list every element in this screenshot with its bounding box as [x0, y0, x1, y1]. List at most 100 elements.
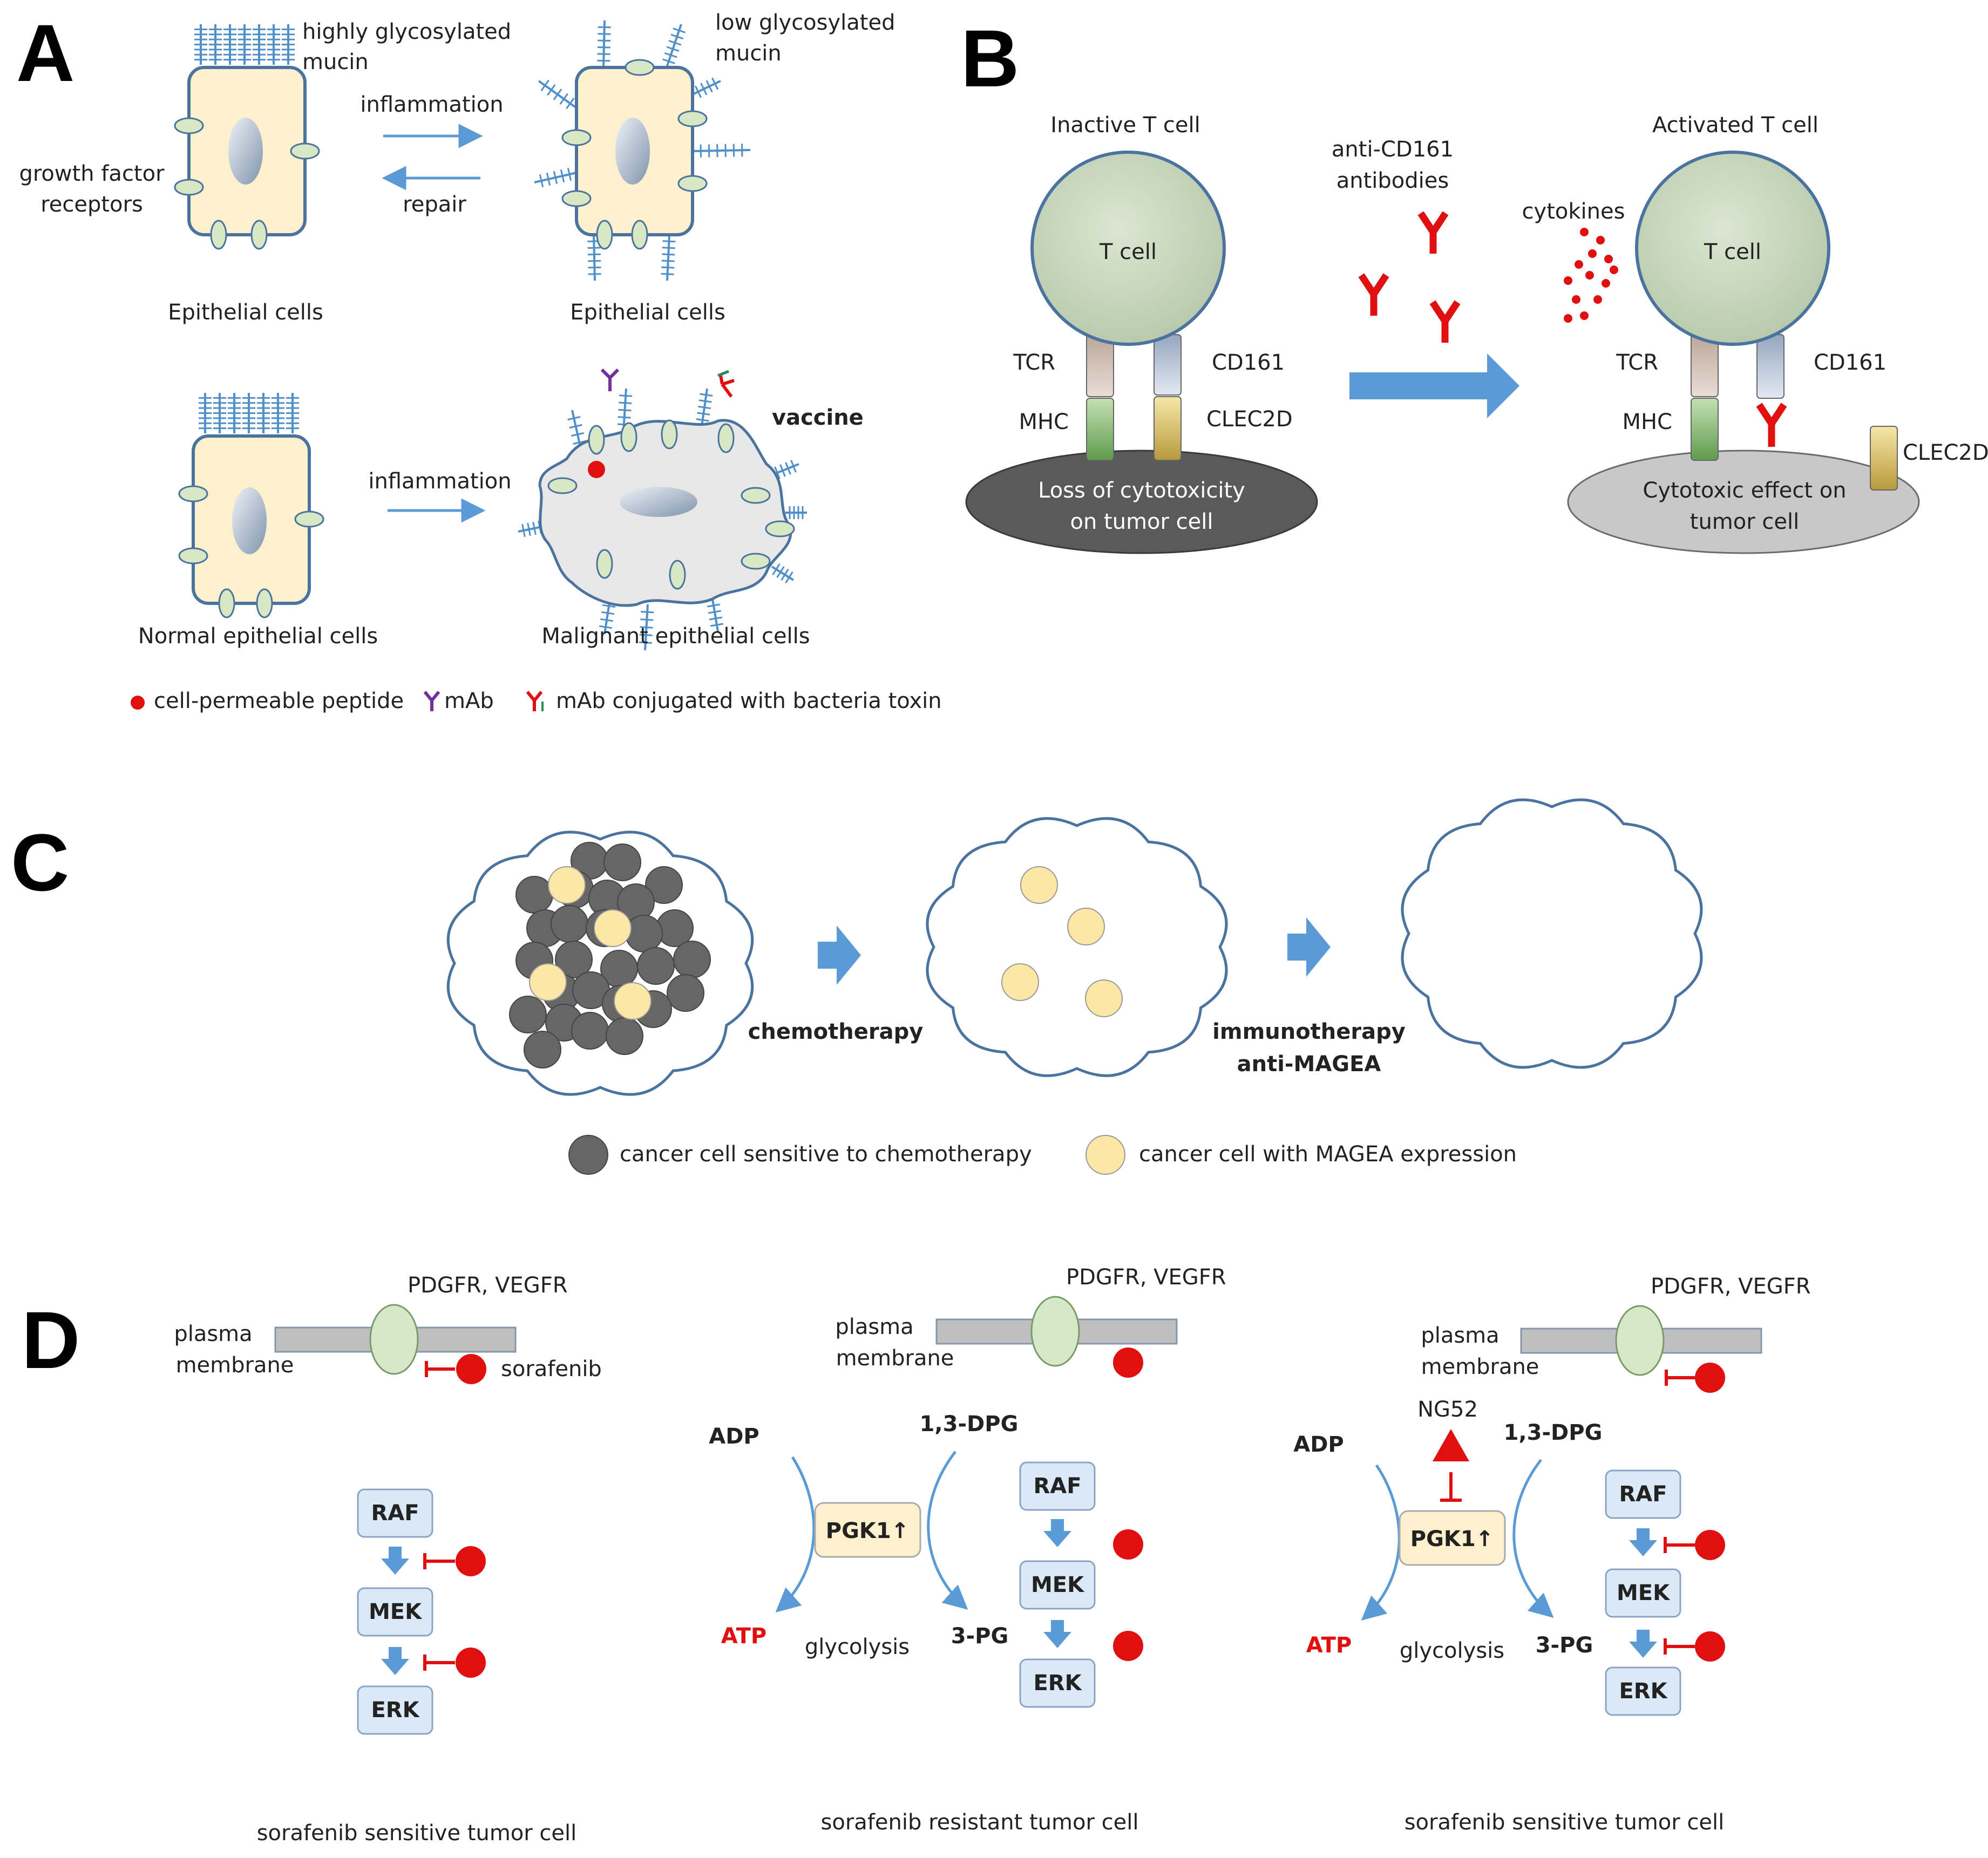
erk-box	[1019, 1658, 1096, 1708]
d-right-sensitive: PDGFR, VEGFR plasma membrane NG52 ADP 1,…	[1293, 1274, 1810, 1835]
legend-a: cell-permeable peptide mAb mAb conjugate…	[131, 689, 942, 713]
legend-conj-icon	[526, 691, 544, 711]
antibody-icon	[1429, 300, 1461, 343]
chemo-sensitive-cell	[524, 1031, 561, 1068]
mucin-sparse	[534, 20, 751, 281]
d-mid-plasma-2: membrane	[836, 1346, 954, 1371]
raf-box	[1019, 1461, 1096, 1511]
t-cell-active	[1635, 151, 1830, 346]
pgk1-box	[814, 1502, 921, 1558]
panel-a-label: A	[16, 8, 74, 98]
mhc-bar	[1086, 398, 1114, 461]
clec2d-label-active: CLEC2D	[1903, 440, 1988, 465]
legend-yellow-label: cancer cell with MAGEA expression	[1139, 1142, 1517, 1167]
panel-d-label: D	[22, 1295, 80, 1385]
clec2d-bar	[1154, 396, 1182, 461]
tumor-cells-after-chemo	[1001, 866, 1123, 1017]
cytokine-dot	[1602, 279, 1610, 288]
caption-right: sorafenib sensitive tumor cell	[1405, 1810, 1725, 1835]
chemo-sensitive-cell	[645, 866, 683, 904]
raf-label: RAF	[1619, 1482, 1667, 1507]
down-arrow	[381, 1647, 409, 1675]
mek-label: MEK	[1617, 1581, 1671, 1605]
mucin-dense	[199, 393, 299, 433]
cell-top-right	[534, 20, 751, 281]
label-low-glyco-1: low glycosylated	[715, 10, 895, 35]
glycolysis-arc-left	[775, 1456, 816, 1612]
active-title: Activated T cell	[1652, 113, 1819, 138]
tumor-cell-light	[1567, 450, 1920, 554]
chemo-sensitive-cell	[509, 996, 547, 1033]
cell-malignant	[518, 368, 807, 651]
label-chemotherapy: chemotherapy	[748, 1019, 924, 1044]
chemo-sensitive-cell	[606, 1017, 643, 1055]
tumor-cloud-2	[926, 817, 1228, 1077]
label-growth-2: receptors	[40, 192, 143, 217]
chemo-sensitive-cell	[667, 974, 704, 1012]
caption-epithelial-right: Epithelial cells	[570, 300, 725, 325]
mek-box	[357, 1587, 433, 1637]
erk-label: ERK	[1033, 1671, 1082, 1696]
activation-arrow	[1349, 353, 1519, 418]
caption-mid: sorafenib resistant tumor cell	[821, 1810, 1139, 1835]
mek-box	[1605, 1568, 1681, 1618]
cytokine-dot	[1564, 314, 1572, 323]
peptide-dot	[588, 461, 605, 478]
down-arrow	[381, 1547, 409, 1575]
caption-left: sorafenib sensitive tumor cell	[257, 1821, 577, 1846]
glycolysis-arc-right	[927, 1451, 968, 1610]
sorafenib-dot	[1113, 1631, 1143, 1661]
clec2d-bar	[1870, 426, 1898, 491]
raf-label: RAF	[1033, 1474, 1081, 1499]
legend-gray-cell	[568, 1135, 608, 1175]
erk-box	[357, 1685, 433, 1735]
d-right-adp: ADP	[1293, 1432, 1344, 1457]
cytokines-label: cytokines	[1522, 199, 1625, 224]
mucin-strand	[771, 566, 795, 581]
erk-label: ERK	[1619, 1679, 1668, 1704]
d-mid-resistant: PDGFR, VEGFR plasma membrane ADP 1,3-DPG…	[709, 1265, 1226, 1835]
inhibitor-icon	[425, 1354, 486, 1384]
mhc-bar	[1691, 398, 1719, 461]
cytokine-dot	[1572, 295, 1580, 304]
cytokine-dot	[1588, 249, 1597, 258]
receptors	[174, 117, 320, 250]
mucin-strand	[666, 24, 682, 68]
receptor-ellipse	[1030, 1296, 1080, 1367]
inactive-t-cell-group: Inactive T cell Loss of cytotoxicity on …	[965, 113, 1318, 554]
inhibitor-icon	[1665, 1363, 1725, 1393]
d-mid-atp: ATP	[721, 1624, 766, 1649]
d-right-plasma-2: membrane	[1421, 1355, 1539, 1379]
ng52-inhibit	[1440, 1472, 1462, 1502]
d-right-glycolysis: glycolysis	[1400, 1638, 1504, 1663]
cytokine-dot	[1580, 311, 1589, 320]
magea-cell	[548, 866, 586, 904]
bound-antibody-icon	[1756, 403, 1787, 447]
magea-cell	[614, 982, 652, 1020]
label-growth-1: growth factor	[19, 161, 165, 186]
antibody-icon	[1417, 211, 1449, 254]
chemo-sensitive-cell	[551, 905, 588, 943]
conjugated-mab-icon	[717, 370, 735, 398]
cell-normal	[178, 393, 324, 618]
tumor-cloud-3	[1401, 798, 1703, 1069]
mucin-strand	[602, 20, 606, 68]
t-cell-inactive	[1030, 151, 1226, 346]
legend-yellow-cell	[1085, 1135, 1125, 1175]
label-low-glyco-2: mucin	[715, 41, 782, 66]
raf-label: RAF	[371, 1501, 419, 1526]
mucin-strand	[593, 234, 596, 281]
label-highly-glyco-2: mucin	[302, 50, 369, 74]
mab-icon	[600, 368, 620, 391]
mek-label: MEK	[369, 1600, 423, 1624]
down-arrow	[1043, 1519, 1071, 1547]
inactive-title: Inactive T cell	[1050, 113, 1200, 138]
down-arrow	[1629, 1528, 1657, 1556]
nucleus	[620, 487, 697, 517]
mucin-strand	[666, 234, 670, 281]
inhibitor-icon	[423, 1546, 486, 1576]
d-mid-dpg: 1,3-DPG	[920, 1412, 1019, 1437]
nucleus	[615, 118, 650, 185]
d-right-ng52: NG52	[1417, 1397, 1478, 1422]
